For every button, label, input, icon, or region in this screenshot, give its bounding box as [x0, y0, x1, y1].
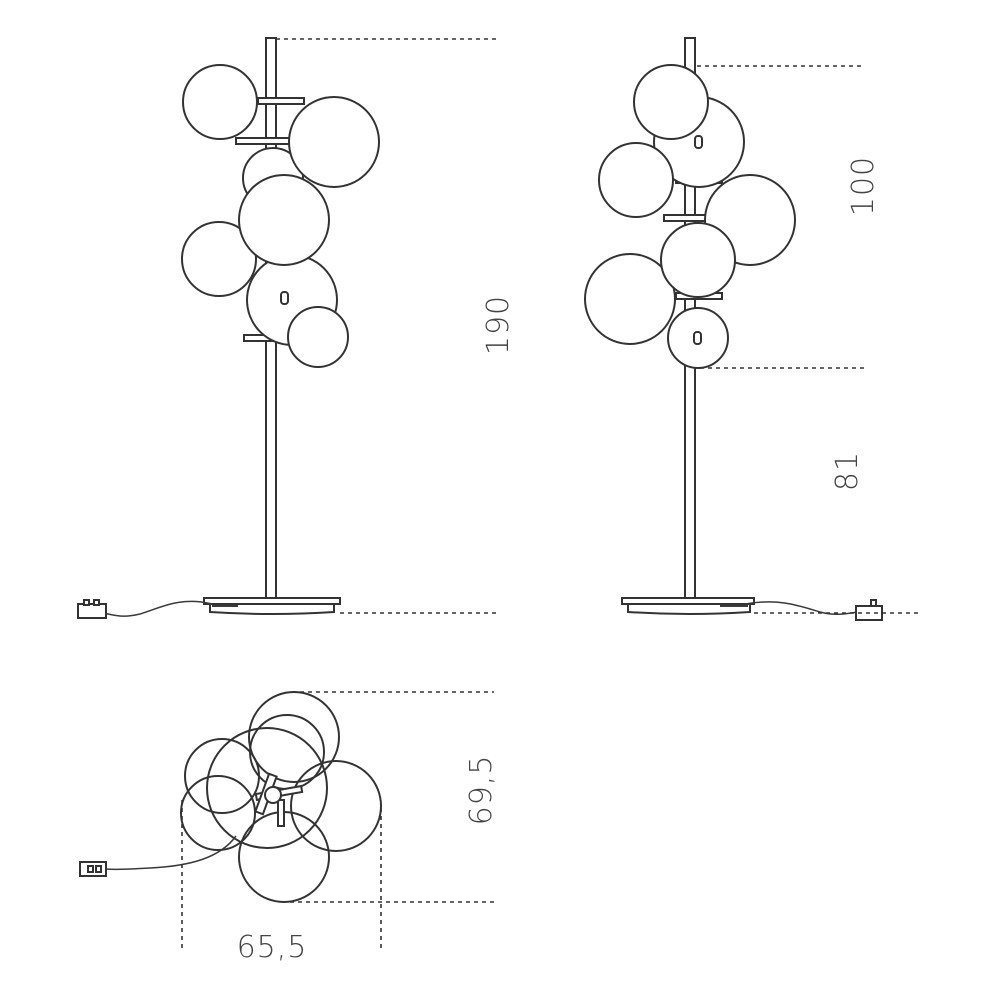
top-globe — [290, 760, 382, 852]
side-view — [584, 37, 918, 621]
top-globe — [249, 714, 325, 790]
side-globe — [584, 253, 676, 345]
dim-total-height: 190 — [481, 295, 516, 355]
front-globe — [181, 221, 257, 297]
side-globe — [633, 64, 709, 140]
front-globe — [238, 174, 330, 266]
front-globe — [182, 64, 258, 140]
top-cable — [105, 835, 237, 871]
front-globe — [288, 96, 380, 188]
front-plug — [77, 603, 107, 619]
dim-lower-height: 81 — [830, 451, 865, 491]
top-globe — [184, 738, 260, 814]
top-globe — [248, 691, 340, 783]
dim-depth: 69,5 — [464, 755, 499, 826]
top-globe — [206, 727, 328, 849]
dim-cluster-height: 100 — [846, 156, 881, 216]
top-globe — [180, 775, 256, 851]
front-view — [77, 37, 497, 619]
side-globe — [660, 222, 736, 298]
side-globe — [598, 142, 674, 218]
dim-width: 65,5 — [237, 930, 308, 965]
top-view — [79, 691, 494, 948]
front-globe — [287, 306, 349, 368]
front-cable — [99, 600, 213, 617]
side-cable — [744, 601, 859, 616]
top-hub — [254, 772, 304, 827]
